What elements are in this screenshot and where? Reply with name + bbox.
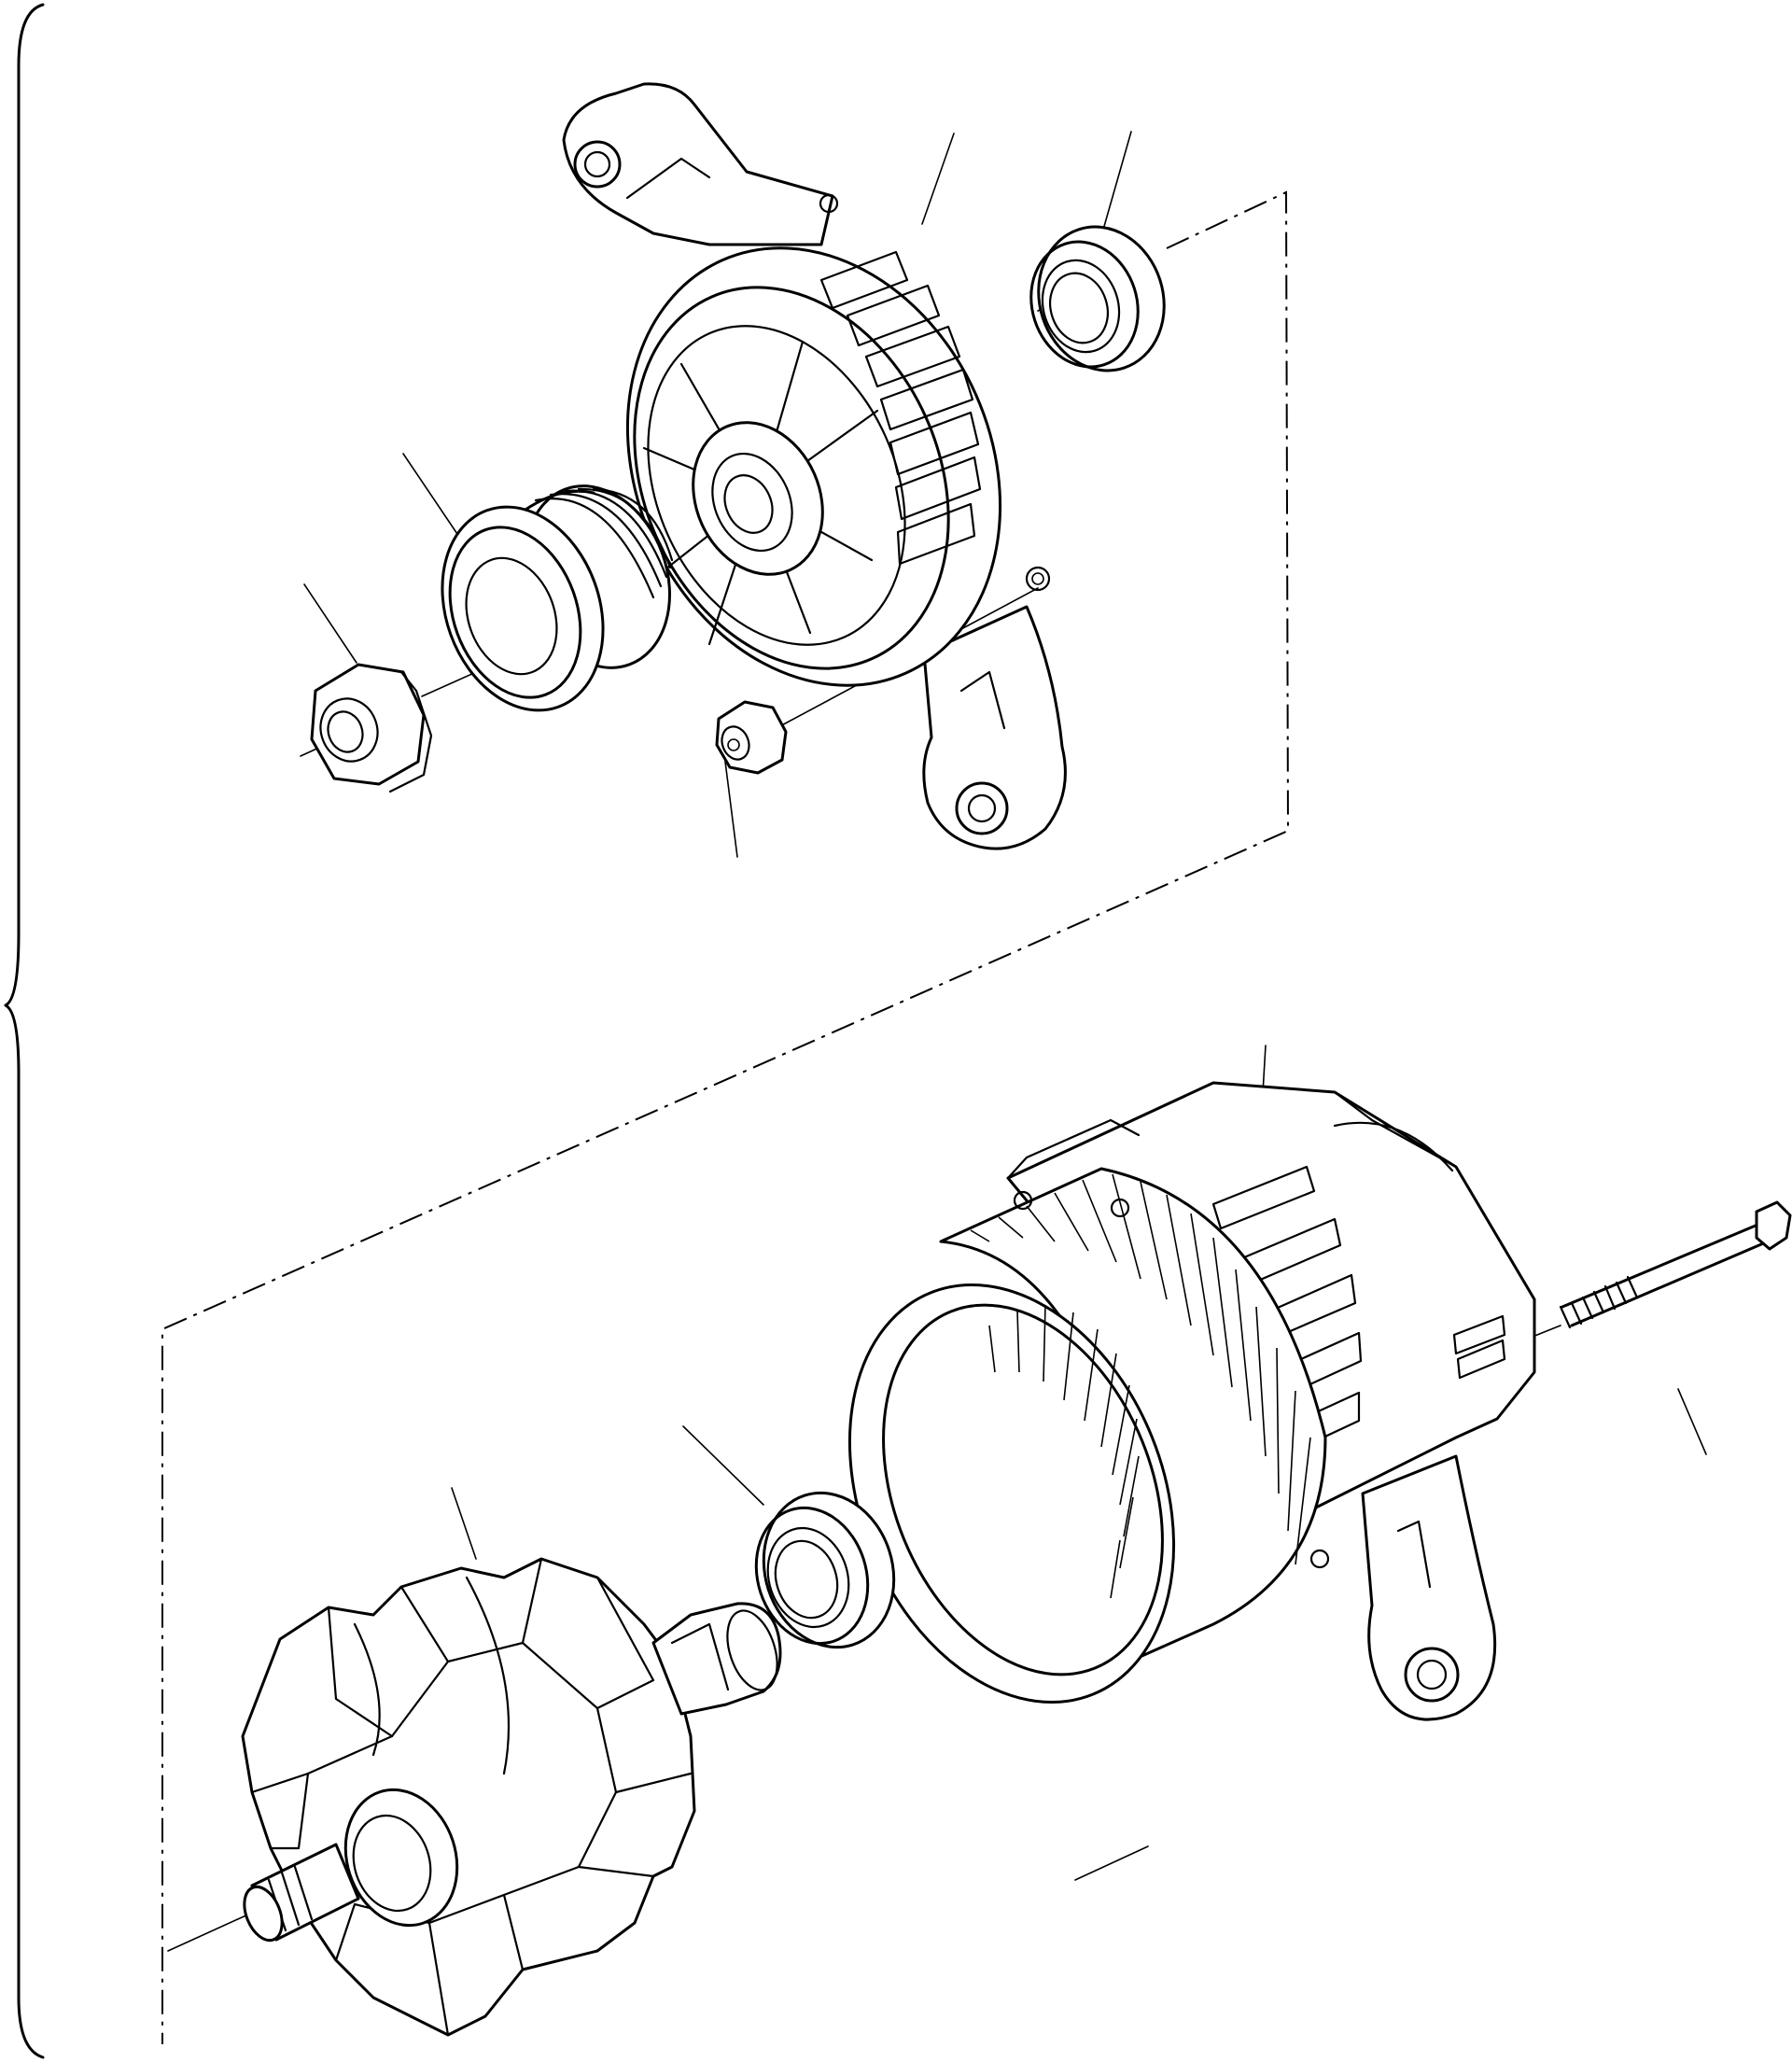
leader-bracket-nut bbox=[723, 753, 738, 858]
leader-pulley bbox=[402, 453, 462, 540]
leader-front-housing bbox=[921, 133, 955, 225]
assembly-brace bbox=[4, 3, 45, 2059]
assembly-boundary-line bbox=[161, 190, 1290, 2044]
leader-rotor-to-stator bbox=[1074, 1845, 1149, 1881]
rear-bearing bbox=[754, 1491, 896, 1649]
bracket-nut bbox=[715, 700, 788, 775]
front-bearing bbox=[1029, 225, 1166, 372]
leader-through-bolt bbox=[1677, 1388, 1707, 1455]
leader-rotor-shaft-axis bbox=[167, 1913, 251, 1952]
pulley bbox=[441, 484, 674, 712]
leader-rotor bbox=[451, 1487, 477, 1560]
bolt-thread bbox=[1559, 1275, 1639, 1329]
stator-inner-teeth bbox=[988, 1304, 1140, 1599]
leader-rear-bearing bbox=[682, 1425, 764, 1506]
through-bolt bbox=[1559, 1200, 1792, 1329]
housing-cooling-fins bbox=[819, 250, 982, 566]
stator-lamination-hatch bbox=[970, 1173, 1311, 1565]
leader-pulley-nut bbox=[303, 583, 357, 664]
rotor-claw-poles bbox=[250, 1557, 693, 2037]
front-housing bbox=[562, 82, 1067, 850]
rotor bbox=[241, 1557, 782, 2037]
leader-washer-axis bbox=[421, 671, 477, 697]
pulley-grooves bbox=[534, 487, 674, 599]
stator-rear-housing bbox=[847, 1081, 1536, 1721]
leader-front-bearing bbox=[1102, 131, 1132, 231]
pulley-nut bbox=[310, 663, 433, 793]
